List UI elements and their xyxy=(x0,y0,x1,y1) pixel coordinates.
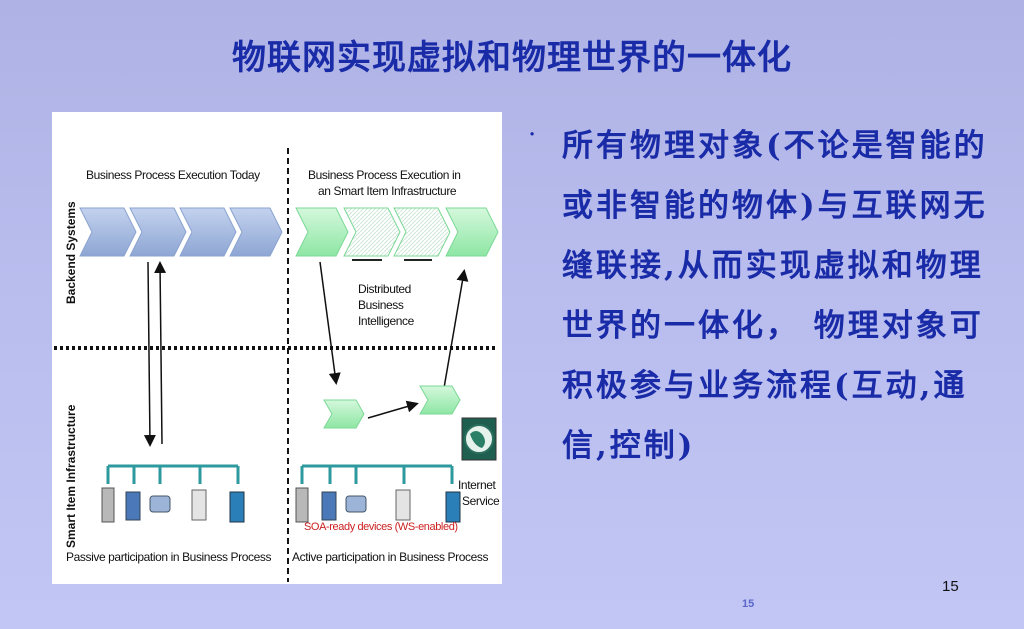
right-header-line1: Business Process Execution in xyxy=(308,168,461,182)
hatched-chevron-2 xyxy=(393,207,451,257)
arrow-to-device-chevron xyxy=(319,261,341,385)
middle-label-line1: Distributed xyxy=(358,282,411,296)
slide-title: 物联网实现虚拟和物理世界的一体化 xyxy=(232,38,792,78)
page-number: 15 xyxy=(942,578,959,595)
process-diagram: Backend Systems Smart Item Infrastructur… xyxy=(52,112,502,584)
internet-label-line2: Service xyxy=(462,494,500,508)
right-footer: Active participation in Business Process xyxy=(292,550,489,564)
small-chevron-2 xyxy=(419,385,461,415)
middle-label-line3: Intelligence xyxy=(358,314,414,328)
device-6 xyxy=(295,487,309,523)
device-1 xyxy=(101,487,115,523)
bullet-marker: · xyxy=(528,120,537,150)
right-process-chevrons xyxy=(295,207,499,261)
device-10 xyxy=(445,491,461,523)
device-3 xyxy=(149,495,171,513)
right-devices xyxy=(295,487,461,523)
side-label-backend: Backend Systems xyxy=(64,201,78,304)
arrow-between-chevrons xyxy=(367,400,419,419)
right-device-bus xyxy=(300,464,454,484)
footer-page-number: 15 xyxy=(742,598,755,610)
green-chevron-2 xyxy=(445,207,499,257)
diagram-graphics xyxy=(54,148,499,582)
device-7 xyxy=(321,491,337,521)
left-device-bus xyxy=(106,464,240,484)
globe-icon xyxy=(461,417,497,461)
left-header: Business Process Execution Today xyxy=(86,168,260,182)
right-header-line2: an Smart Item Infrastructure xyxy=(318,184,457,198)
device-5 xyxy=(229,491,245,523)
side-label-smart-item: Smart Item Infrastructure xyxy=(64,404,78,548)
arrow-up xyxy=(154,261,167,445)
small-chevron-1 xyxy=(323,399,365,429)
internet-label-line1: Internet xyxy=(458,478,496,492)
chevron-2 xyxy=(129,207,187,257)
device-2 xyxy=(125,491,141,521)
green-chevron-1 xyxy=(295,207,349,257)
arrow-to-backend xyxy=(443,269,469,389)
middle-label-line2: Business xyxy=(358,298,404,312)
device-8 xyxy=(345,495,367,513)
left-process-chevrons xyxy=(79,207,283,257)
hatched-chevron-1 xyxy=(343,207,401,257)
chevron-4 xyxy=(229,207,283,257)
chevron-3 xyxy=(179,207,237,257)
device-9 xyxy=(395,489,411,521)
bullet-text: 所有物理对象(不论是智能的或非智能的物体)与互联网无缝联接,从而实现虚拟和物理世… xyxy=(562,128,988,464)
soa-label: SOA-ready devices (WS-enabled) xyxy=(304,521,458,533)
arrow-down xyxy=(143,261,156,447)
device-4 xyxy=(191,489,207,521)
chevron-1 xyxy=(79,207,137,257)
left-footer: Passive participation in Business Proces… xyxy=(66,550,272,564)
left-devices xyxy=(101,487,245,523)
